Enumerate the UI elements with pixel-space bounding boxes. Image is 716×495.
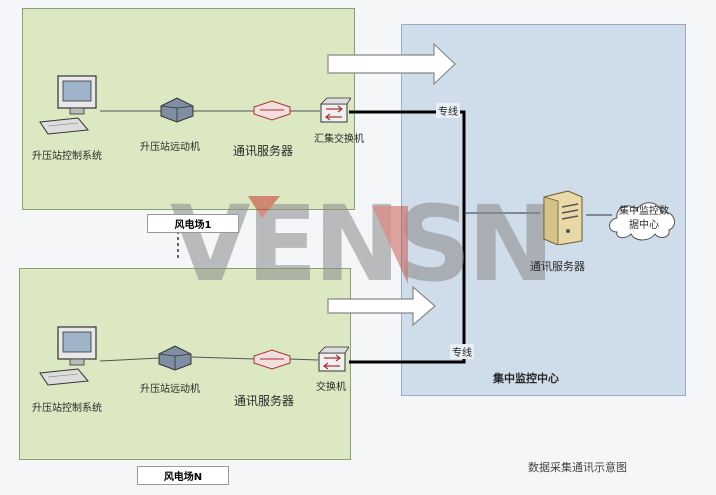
vensn-watermark: VENSN [170,188,555,298]
farmn-device-label: 升压站远动机 [140,384,200,395]
router-icon [253,100,291,121]
farmn-device-label: 升压站控制系统 [32,403,102,414]
dedicated-line-label: 专线 [450,344,474,359]
dedicated-line [349,110,466,364]
watermark-red-mark [372,206,408,284]
cloud-icon [609,202,676,241]
link-line [288,358,319,361]
computer-icon [39,75,97,135]
link-line [99,357,161,362]
center-cloud-label: 集中监控数据中心 [619,206,669,231]
server-icon [543,190,583,245]
gateway-icon [160,97,194,123]
farm1-device-label: 汇集交换机 [314,134,364,145]
dedicated-line-label: 专线 [436,103,460,118]
router-icon [253,349,291,370]
center-server-label: 通讯服务器 [530,260,585,273]
farmn-title: 风电场N [137,466,229,485]
arrow-shape-1 [327,42,456,86]
diagram-caption: 数据采集通讯示意图 [528,461,627,474]
svg-text:VENSN: VENSN [170,188,551,298]
gateway-icon [158,345,192,371]
computer-icon [39,326,97,386]
arrow-shape-2 [327,285,436,327]
farm1-device-label: 升压站远动机 [140,142,200,153]
switch-icon [318,346,349,372]
switch-icon [320,97,351,123]
center-title: 集中监控中心 [493,372,559,385]
farm1-device-label: 通讯服务器 [233,144,294,158]
farmn-device-label: 通讯服务器 [234,394,295,408]
link-line [191,356,257,360]
farm1-device-label: 升压站控制系统 [32,151,102,162]
farmn-device-label: 交换机 [316,382,346,393]
watermark-red-mark [248,196,280,218]
farm1-title: 风电场1 [147,214,239,233]
